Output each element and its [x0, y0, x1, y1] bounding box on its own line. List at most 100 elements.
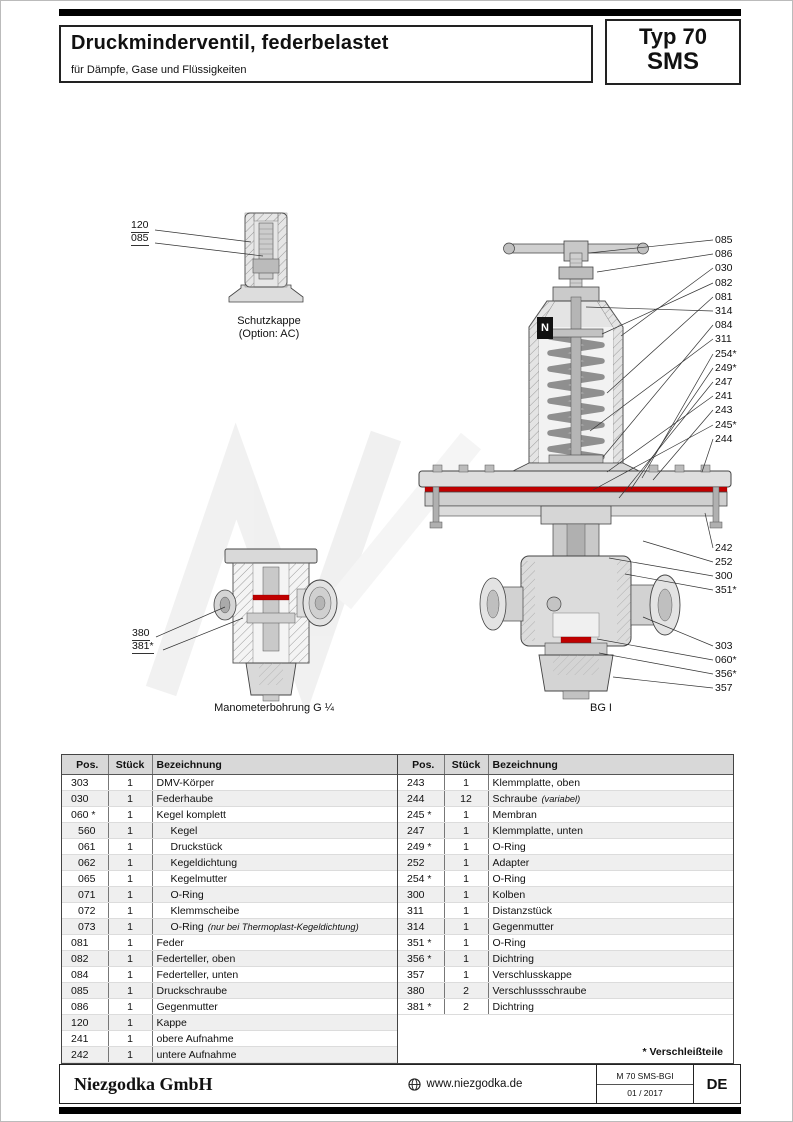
- table-row: 303 1 DMV-Körper: [62, 774, 397, 791]
- name-cell: Kolben: [488, 886, 733, 903]
- pos-cell: 030: [62, 790, 109, 807]
- pos-cell: 311: [398, 902, 445, 919]
- title-box: Druckminderventil, federbelastet für Däm…: [59, 25, 593, 83]
- name-cell: Druckstück: [152, 838, 397, 855]
- pos-cell: 086: [62, 998, 109, 1015]
- part-name: Federhaube: [156, 792, 214, 805]
- table-row: 065 1 Kegelmutter: [62, 870, 397, 887]
- part-name: Kegeldichtung: [170, 856, 238, 869]
- table-row: 357 1 Verschlusskappe: [398, 966, 733, 983]
- part-name: Membran: [492, 808, 537, 821]
- part-name: DMV-Körper: [156, 776, 215, 789]
- name-cell: Kegel komplett: [152, 806, 397, 823]
- top-rule: [59, 9, 741, 16]
- table-row: 081 1 Feder: [62, 934, 397, 951]
- callout-351: 351*: [715, 584, 737, 596]
- pos-cell: 060 *: [62, 806, 109, 823]
- callout-314: 314: [715, 305, 733, 317]
- page-title: Druckminderventil, federbelastet: [71, 32, 389, 54]
- parts-table: Pos. Stück Bezeichnung 303 1 DMV-Körper: [61, 754, 734, 1064]
- name-cell: DMV-Körper: [152, 774, 397, 791]
- name-cell: Dichtring: [488, 998, 733, 1015]
- name-cell: Klemmplatte, unten: [488, 822, 733, 839]
- pos-cell: 245 *: [398, 806, 445, 823]
- part-name: O-Ring: [170, 920, 204, 933]
- name-cell: Klemmplatte, oben: [488, 774, 733, 791]
- table-row: 351 * 1 O-Ring: [398, 934, 733, 951]
- callout-030: 030: [715, 262, 733, 274]
- type-box: Typ 70 SMS: [605, 19, 741, 85]
- table-row: 381 * 2 Dichtring: [398, 998, 733, 1015]
- table-row: 254 * 1 O-Ring: [398, 870, 733, 887]
- pos-cell: 356 *: [398, 950, 445, 967]
- part-name: Federteller, unten: [156, 968, 239, 981]
- part-name: Klemmscheibe: [170, 904, 240, 917]
- table-row: 242 1 untere Aufnahme: [62, 1046, 397, 1063]
- callout-254: 254*: [715, 348, 737, 360]
- callout-081: 081: [715, 291, 733, 303]
- table-row: 086 1 Gegenmutter: [62, 998, 397, 1015]
- pos-cell: 073: [62, 918, 109, 935]
- schutzkappe-caption: Schutzkappe (Option: AC): [209, 315, 329, 341]
- part-name: O-Ring: [492, 840, 526, 853]
- part-name: O-Ring: [492, 872, 526, 885]
- qty-cell: 1: [444, 838, 489, 855]
- callout-086: 086: [715, 248, 733, 260]
- callout-311: 311: [715, 333, 732, 345]
- table-row: 380 2 Verschlussschraube: [398, 982, 733, 999]
- pos-cell: 560: [62, 822, 109, 839]
- table-row: 245 * 1 Membran: [398, 806, 733, 823]
- pos-cell: 244: [398, 790, 445, 807]
- table-row: 071 1 O-Ring: [62, 886, 397, 903]
- name-cell: Gegenmutter: [488, 918, 733, 935]
- name-cell: O-Ring: [488, 870, 733, 887]
- name-cell: Dichtring: [488, 950, 733, 967]
- callout-300: 300: [715, 570, 733, 582]
- schutzkappe-caption-line1: Schutzkappe: [237, 315, 301, 327]
- qty-cell: 1: [108, 774, 153, 791]
- part-name: Verschlusskappe: [492, 968, 572, 981]
- qty-cell: 1: [444, 822, 489, 839]
- name-cell: Verschlusskappe: [488, 966, 733, 983]
- qty-cell: 1: [108, 1014, 153, 1031]
- pos-cell: 314: [398, 918, 445, 935]
- qty-cell: 2: [444, 982, 489, 999]
- name-cell: Kegel: [152, 822, 397, 839]
- header-pos: Pos.: [398, 755, 445, 775]
- callout-085: 085: [715, 234, 733, 246]
- parts-rows-left: 303 1 DMV-Körper 030 1 Federhaube 060 *: [62, 774, 397, 1063]
- part-name: Kegel: [170, 824, 198, 837]
- header-pos: Pos.: [62, 755, 109, 775]
- callout-084: 084: [715, 319, 733, 331]
- part-name: Druckstück: [170, 840, 223, 853]
- table-row: 314 1 Gegenmutter: [398, 918, 733, 935]
- name-cell: O-Ring: [488, 934, 733, 951]
- manometer-caption: Manometerbohrung G ¼: [214, 702, 334, 714]
- callout-060: 060*: [715, 654, 737, 666]
- header-qty: Stück: [108, 755, 153, 775]
- callout-357: 357: [715, 682, 733, 694]
- bottom-rule: [59, 1107, 741, 1114]
- brand-mark: N: [541, 322, 549, 334]
- qty-cell: 1: [108, 950, 153, 967]
- qty-cell: 1: [108, 1030, 153, 1047]
- parts-table-right: Pos. Stück Bezeichnung 243 1 Klemmplatte…: [398, 755, 733, 1063]
- header-name: Bezeichnung: [152, 755, 397, 775]
- table-row: 060 * 1 Kegel komplett: [62, 806, 397, 823]
- name-cell: O-Ring: [152, 886, 397, 903]
- qty-cell: 1: [444, 918, 489, 935]
- bg-caption: BG I: [589, 702, 612, 714]
- part-note: (variabel): [541, 793, 581, 804]
- callout-242: 242: [715, 542, 733, 554]
- part-name: Kappe: [156, 1016, 187, 1029]
- part-name: Kegelmutter: [170, 872, 228, 885]
- pos-cell: 381 *: [398, 998, 445, 1015]
- table-row: 247 1 Klemmplatte, unten: [398, 822, 733, 839]
- footer-bar: Niezgodka GmbH www.niezgodka.de M 70 SMS…: [59, 1064, 741, 1104]
- callout-082: 082: [715, 277, 733, 289]
- website-link[interactable]: www.niezgodka.de: [426, 1078, 523, 1090]
- table-row: 062 1 Kegeldichtung: [62, 854, 397, 871]
- header-name: Bezeichnung: [488, 755, 733, 775]
